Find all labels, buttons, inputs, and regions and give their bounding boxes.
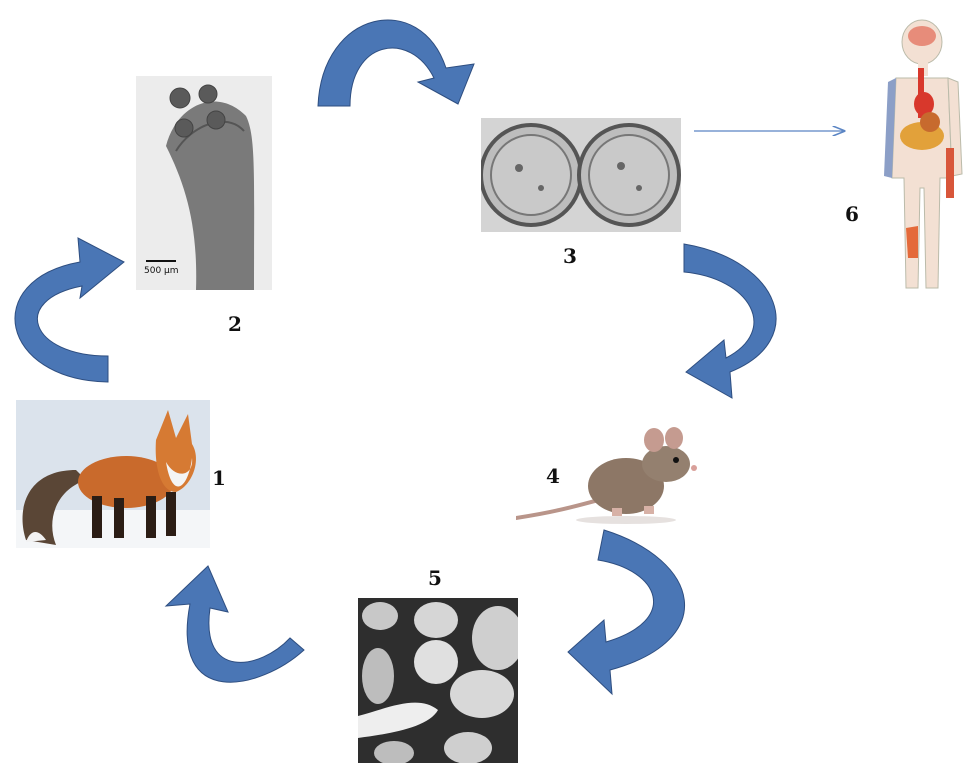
eggs-micrograph	[481, 118, 681, 232]
stage-1-label: 1	[212, 466, 226, 490]
rodent-photo	[516, 416, 706, 526]
stage-5-label: 5	[428, 566, 442, 590]
fox-photo	[16, 400, 210, 548]
arrow-2-to-3	[318, 20, 474, 106]
scale-bar-label: 500 µm	[144, 266, 179, 276]
scolex-micrograph: 500 µm	[136, 76, 272, 290]
human-body-diagram	[880, 18, 968, 294]
stage-4-label: 4	[546, 464, 560, 488]
arrow-1-to-2	[15, 238, 124, 382]
arrow-5-to-1	[166, 566, 304, 682]
stage-6-label: 6	[845, 202, 859, 226]
stage-3-label: 3	[563, 244, 577, 268]
arrow-4-to-5	[568, 530, 685, 694]
stage-2-label: 2	[228, 312, 242, 336]
cysts-micrograph	[358, 598, 518, 763]
arrow-3-to-4	[684, 244, 776, 398]
